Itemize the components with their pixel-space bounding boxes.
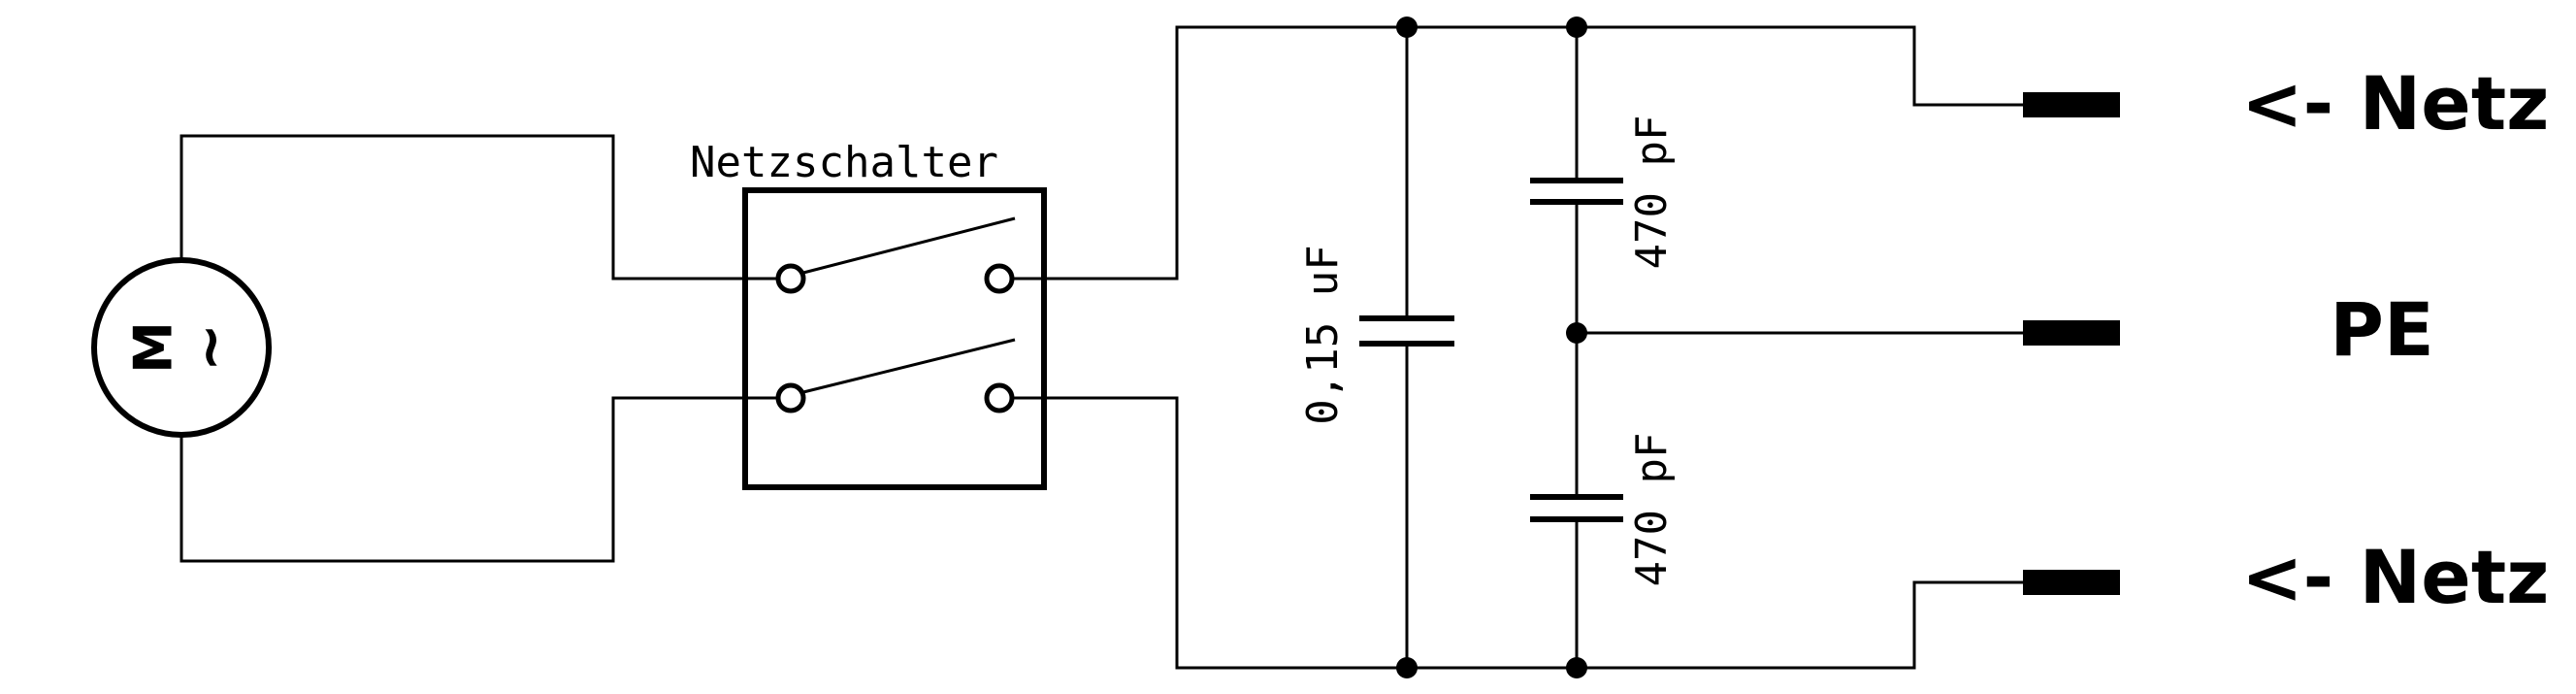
terminal-plug-top: [2023, 92, 2120, 117]
switch-contact-3: [775, 382, 806, 413]
x-capacitor: 0,15 uF: [1298, 27, 1454, 668]
junction-dot: [1566, 322, 1587, 344]
switch-out-upper: [1012, 25, 2023, 281]
junction-dot: [1396, 17, 1418, 38]
motor-symbol: M ~: [91, 257, 272, 438]
motor-wire-lower: [179, 396, 776, 563]
junction-dot: [1396, 657, 1418, 678]
switch-contact-1: [775, 263, 806, 294]
switch-lever-1: [802, 216, 1016, 275]
y-capacitor-bottom: 470 pF: [1530, 333, 1677, 668]
switch-label: Netzschalter: [690, 138, 998, 187]
terminal-label-top: <- Netz: [2241, 60, 2549, 147]
switch-lever-2: [802, 338, 1016, 394]
y-capacitor-top: 470 pF: [1530, 27, 1677, 333]
x-cap-label: 0,15 uF: [1298, 245, 1348, 424]
netzschalter-switch: Netzschalter: [690, 138, 1047, 490]
switch-box: [742, 187, 1047, 490]
y-cap-bottom-label: 470 pF: [1627, 433, 1677, 587]
terminal-plug-bottom: [2023, 570, 2120, 595]
motor-letter: M: [123, 321, 184, 374]
terminal-label-bottom: <- Netz: [2241, 534, 2549, 620]
junction-dot: [1566, 657, 1587, 678]
motor-ac-symbol: ~: [177, 323, 245, 372]
switch-contact-2: [984, 263, 1015, 294]
junction-dot: [1566, 17, 1587, 38]
terminal-label-pe: PE: [2330, 286, 2434, 373]
switch-contact-4: [984, 382, 1015, 413]
terminal-plug-pe: [2023, 320, 2120, 346]
switch-out-lower: [1012, 396, 2023, 670]
motor-wire-upper: [179, 134, 776, 281]
y-cap-top-label: 470 pF: [1627, 116, 1677, 270]
